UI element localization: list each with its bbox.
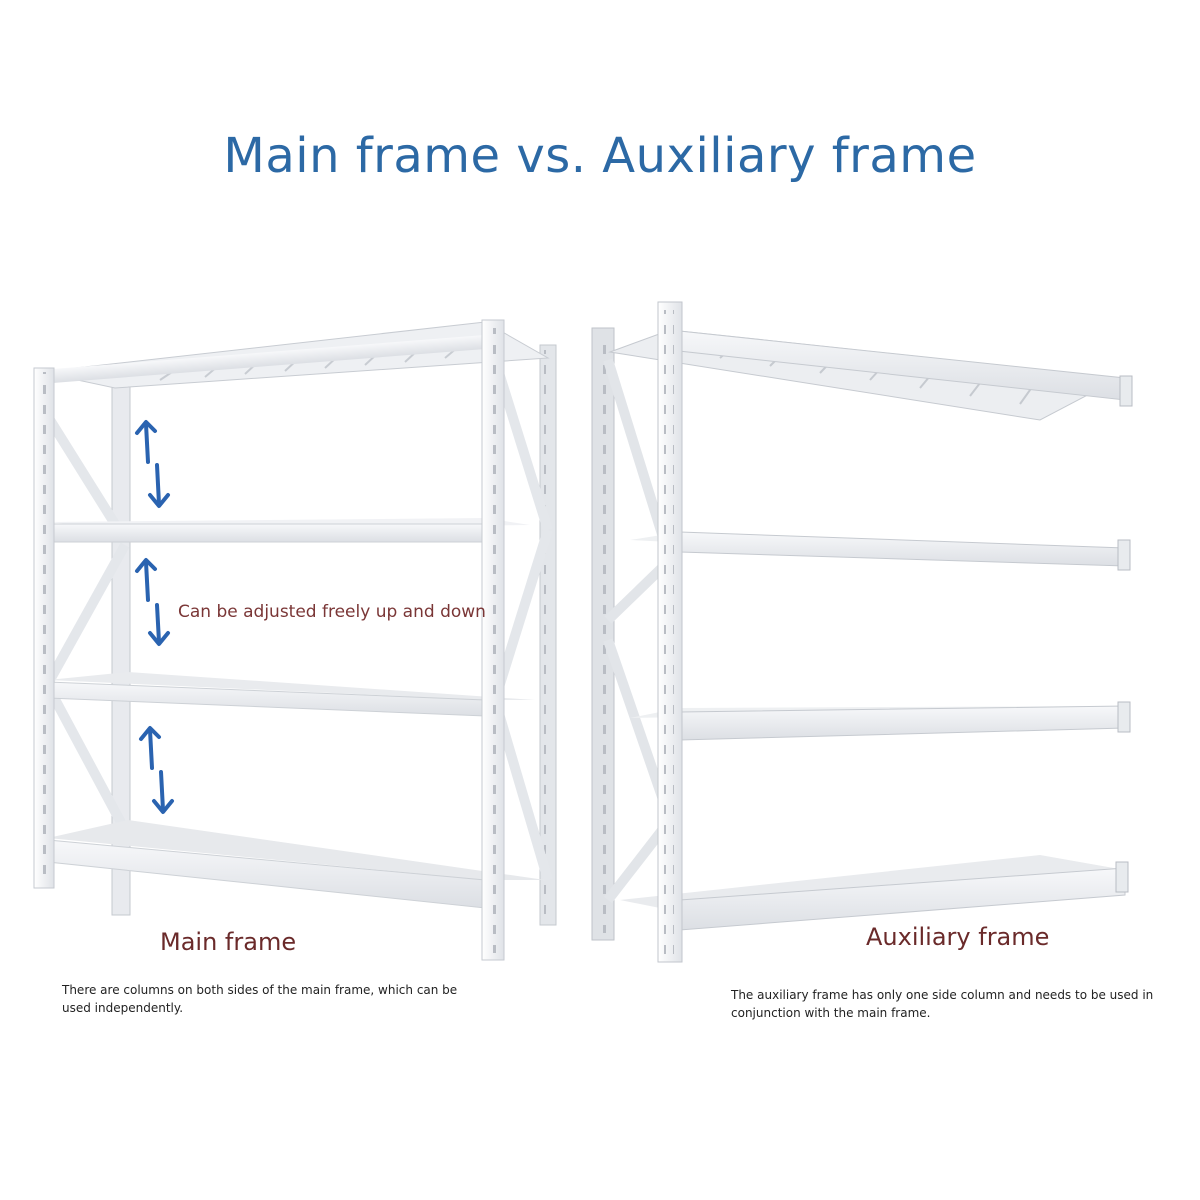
adjust-label: Can be adjusted freely up and down [178,602,486,622]
up-arrow-icon [135,558,157,602]
down-arrow-icon [152,770,174,814]
main-frame-rack [33,319,557,961]
main-frame-label: Main frame [160,928,297,956]
auxiliary-frame-description: The auxiliary frame has only one side co… [731,988,1154,1020]
auxiliary-frame-label: Auxiliary frame [866,923,1050,951]
up-arrow-icon [135,420,157,464]
down-arrow-icon [148,603,170,646]
main-frame-description: There are columns on both sides of the m… [62,983,458,1015]
down-arrow-icon [148,463,170,508]
page-title: Main frame vs. Auxiliary frame [223,128,977,184]
adjust-arrows [135,420,174,814]
up-arrow-icon [139,726,161,770]
auxiliary-frame-rack [591,301,1133,963]
